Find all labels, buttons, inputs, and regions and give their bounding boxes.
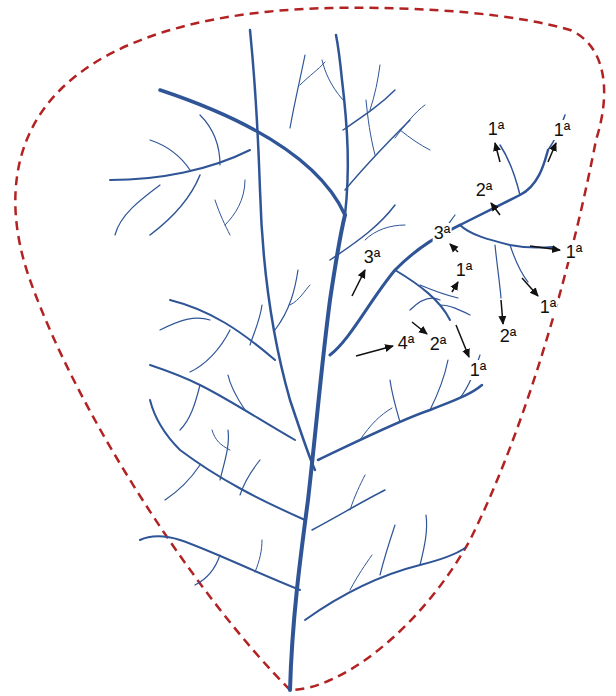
stream-order-label: 2ª bbox=[429, 334, 448, 354]
river-network bbox=[110, 30, 565, 690]
stream-order-label: 3ª bbox=[363, 247, 382, 267]
stream-order-label: 4ª bbox=[397, 333, 416, 353]
stream-order-label: 1ª bbox=[487, 119, 506, 139]
stream-order-label: 2ª bbox=[499, 326, 518, 346]
basin-outline bbox=[15, 8, 604, 690]
stream-order-label: 3ª bbox=[433, 223, 452, 243]
stream-order-label: 1ª bbox=[469, 360, 488, 380]
stream-order-label: 1ª bbox=[539, 297, 558, 317]
stream-order-label: 1ª bbox=[553, 120, 572, 140]
stream-order-label: 2ª bbox=[475, 180, 494, 200]
stream-order-label: 1ª bbox=[455, 260, 474, 280]
stream-order-label: 1ª bbox=[565, 242, 584, 262]
leader-arrows bbox=[352, 143, 560, 357]
